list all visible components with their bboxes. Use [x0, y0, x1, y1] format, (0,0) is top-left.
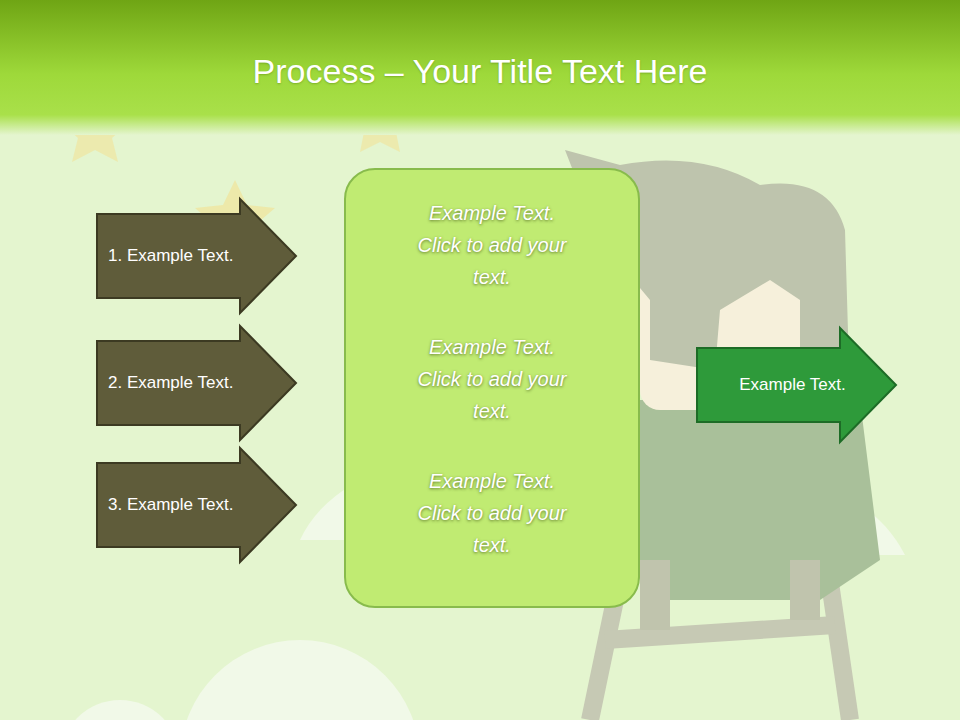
box-outline: [345, 169, 639, 607]
step-arrow: 3. Example Text.: [96, 447, 297, 563]
cloud-circle: [60, 700, 180, 720]
arrow-outline: [97, 199, 296, 313]
cloud-circle: [180, 640, 420, 720]
box-text: Example Text. Click to add your text.: [407, 331, 577, 427]
person-leg: [640, 560, 670, 630]
box-text: Example Text. Click to add your text.: [407, 197, 577, 293]
process-box: Example Text. Click to add your text. Exa…: [344, 168, 640, 608]
arrow-label: Example Text.: [739, 375, 845, 395]
arrow-label: 1. Example Text.: [108, 246, 233, 266]
arrow-label: 3. Example Text.: [108, 495, 233, 515]
person-leg: [790, 560, 820, 620]
header-band: [0, 0, 960, 135]
step-arrow: 1. Example Text.: [96, 198, 297, 314]
result-arrow: Example Text.: [696, 327, 897, 443]
arrow-outline: [97, 326, 296, 440]
slide-title: Process – Your Title Text Here: [0, 52, 960, 91]
step-arrow: 2. Example Text.: [96, 325, 297, 441]
box-text: Example Text. Click to add your text.: [407, 465, 577, 561]
arrow-label: 2. Example Text.: [108, 373, 233, 393]
arrow-outline: [97, 448, 296, 562]
arrow-outline: [697, 328, 896, 442]
